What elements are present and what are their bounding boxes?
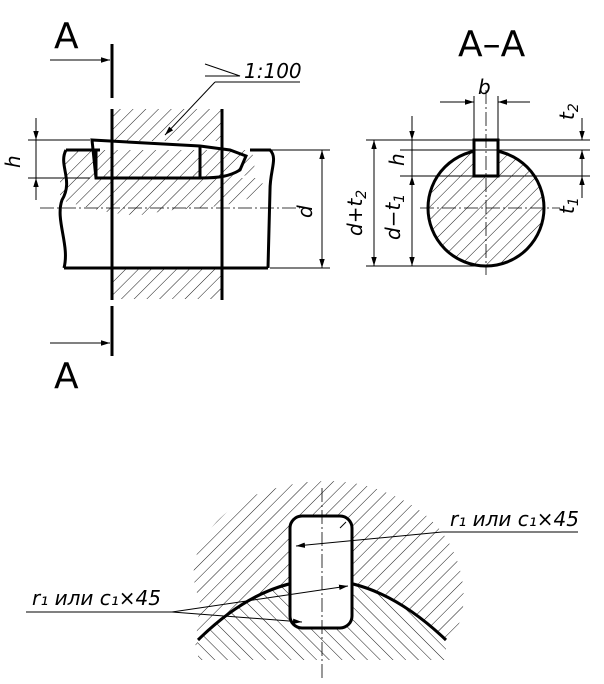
detail-leader-right-a <box>295 531 443 548</box>
section-title: А–А <box>458 24 526 65</box>
dim-b-label: b <box>478 75 491 99</box>
section-a-a: А–А b d+t2 d−t1 h t2 t1 <box>343 24 590 275</box>
taper-symbol <box>204 63 241 77</box>
section-mark-bottom: A <box>54 356 79 397</box>
detail-leader-right-tick <box>339 521 347 529</box>
detail-key <box>288 514 354 630</box>
detail-leader-left-a <box>171 584 349 613</box>
dim-h2-label: h <box>385 153 409 166</box>
dim-t2-label: t2 <box>555 103 582 120</box>
dim-d-minus-t1-label: d−t1 <box>381 194 408 240</box>
detail-leader-left-b <box>171 611 303 625</box>
taper-leader <box>164 81 216 136</box>
dim-d-plus-t2-label: d+t2 <box>343 190 370 236</box>
dim-d-label: d <box>293 205 317 218</box>
shaft-break-section <box>60 178 263 215</box>
detail-label-left: r₁ или c₁×45 <box>32 586 161 610</box>
shaft-left-wavy-edge <box>58 149 69 269</box>
section-mark-top: A <box>54 16 79 57</box>
detail-view: r₁ или c₁×45 r₁ или c₁×45 <box>26 481 579 680</box>
hub-lower-section <box>112 267 222 299</box>
taper-label: 1:100 <box>244 59 302 83</box>
keyway-section <box>60 150 255 178</box>
longitudinal-view: A A 1:100 h d <box>1 16 330 397</box>
hub-upper-section <box>112 109 222 141</box>
dim-h-label: h <box>1 155 25 168</box>
dim-t1-label: t1 <box>555 197 582 214</box>
detail-label-right: r₁ или c₁×45 <box>450 507 579 531</box>
